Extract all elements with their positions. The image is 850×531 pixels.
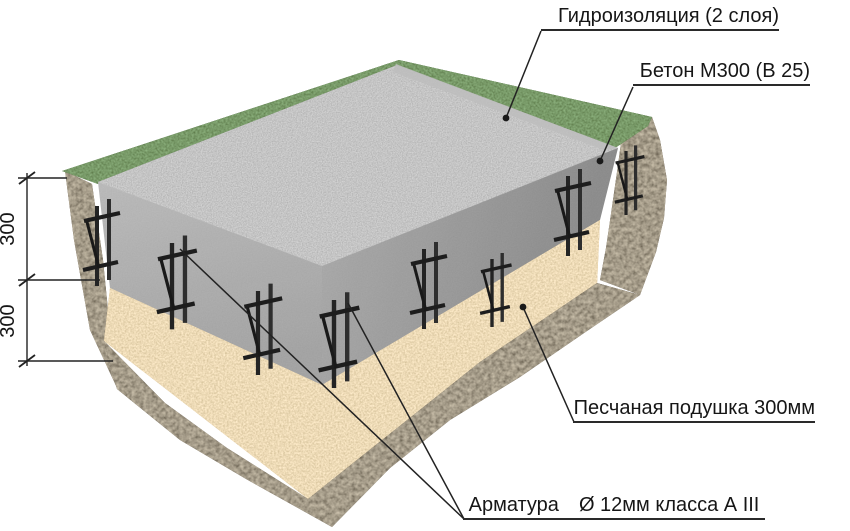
dimension-lines (18, 171, 113, 368)
concrete-text: Бетон М300 (В 25) (639, 60, 810, 82)
callout-rebar-label: Арматура Ø 12мм класса А III (463, 494, 765, 520)
dimension-label-sand: 300 (0, 304, 19, 337)
leader-rebar-b (347, 302, 465, 520)
callout-sand-cushion-label: Песчаная подушка 300мм (573, 397, 815, 423)
rebar-text: Арматура (468, 494, 559, 516)
leader-lines (179, 30, 634, 520)
dimension-ticks (18, 171, 36, 368)
rebar-spec-text: Ø 12мм класса А III (578, 494, 760, 516)
dimension-tick (18, 273, 36, 287)
callout-waterproofing-label: Гидроизоляция (2 слоя) (541, 5, 779, 31)
callout-concrete-label: Бетон М300 (В 25) (633, 60, 810, 86)
leader-dot-concrete (596, 157, 604, 165)
leader-sand (522, 306, 575, 423)
leader-waterproofing (505, 30, 542, 119)
dimension-tick (18, 171, 36, 185)
slab-edge-highlight (393, 64, 618, 150)
leader-dot-sand (519, 303, 527, 311)
dimension-label-concrete: 300 (0, 212, 19, 245)
leader-concrete (599, 86, 634, 162)
leader-rebar-a (179, 248, 465, 520)
waterproofing-text: Гидроизоляция (2 слоя) (558, 5, 779, 27)
dimension-tick (18, 354, 36, 368)
sand-cushion-text: Песчаная подушка 300мм (573, 397, 815, 419)
leader-dot-waterproofing (502, 114, 510, 122)
